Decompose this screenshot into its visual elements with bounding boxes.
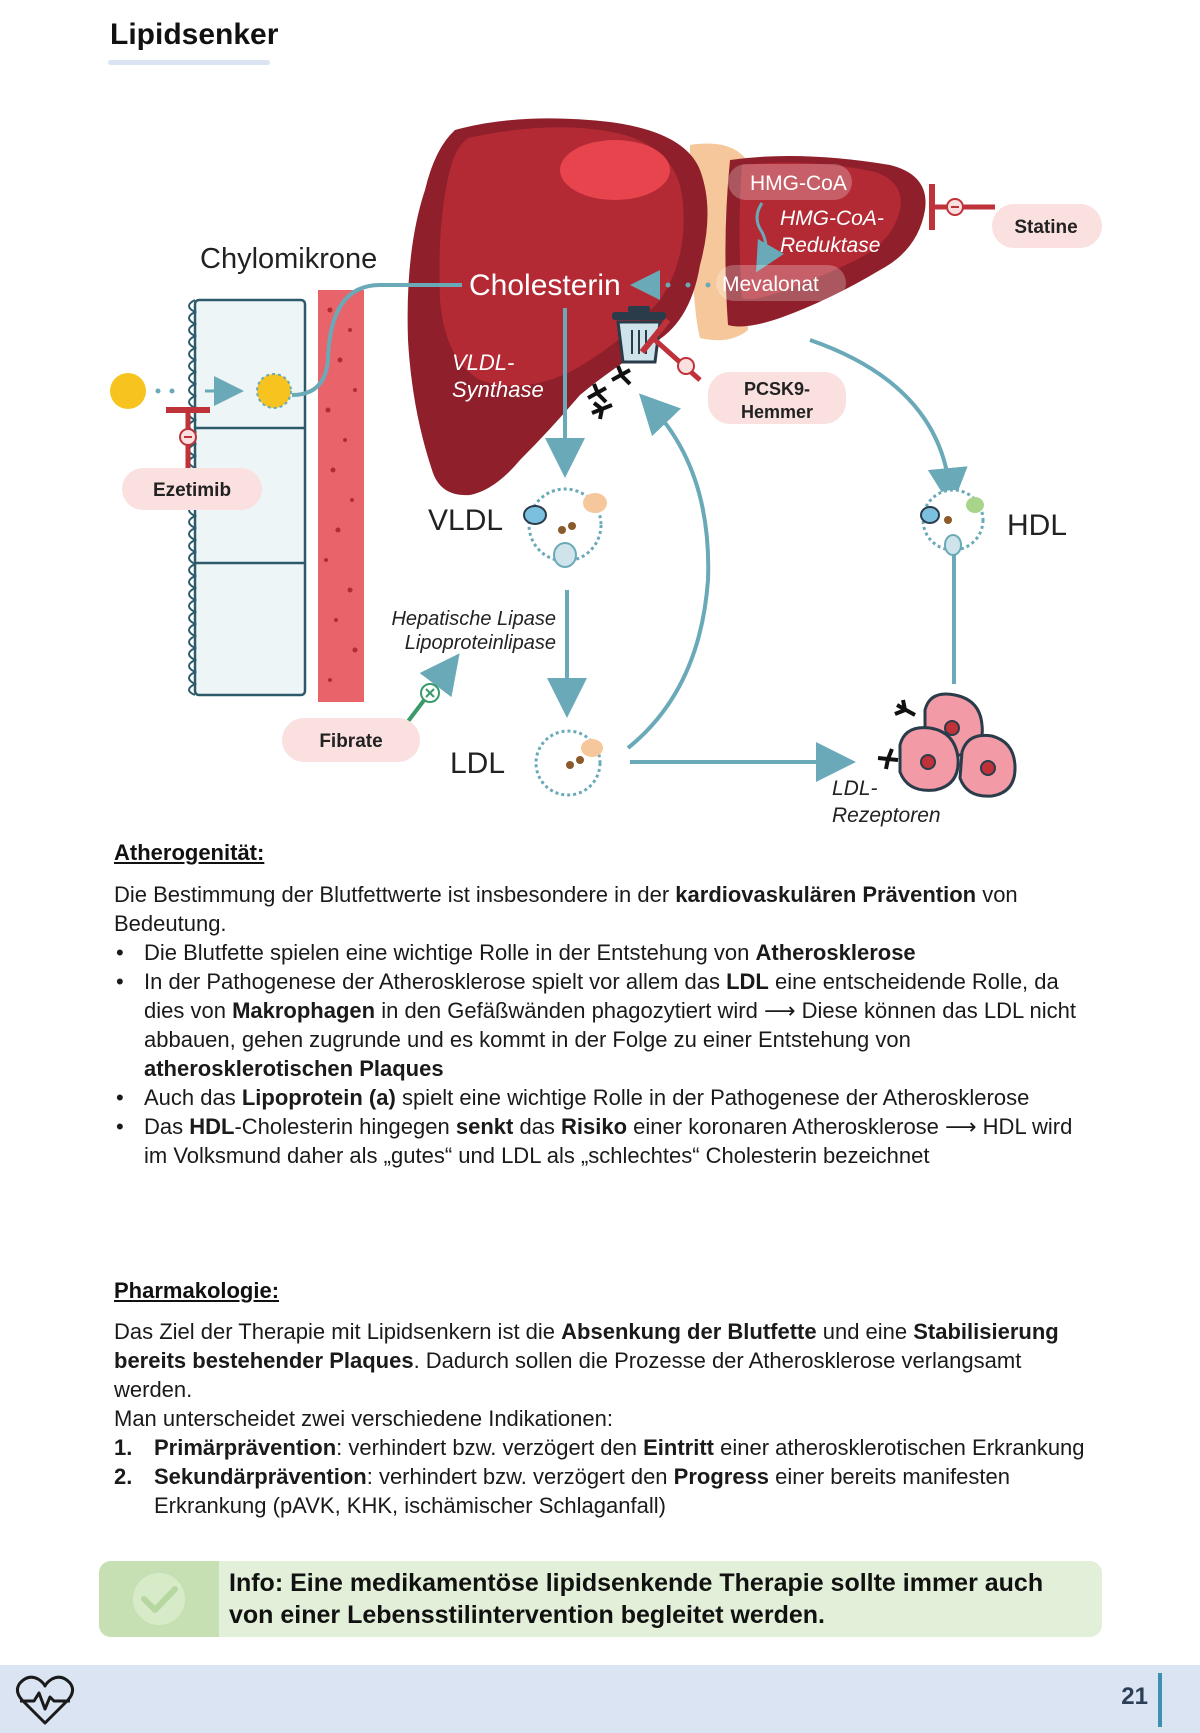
bullet-item: In der Pathogenese der Atherosklerose sp… (114, 967, 1094, 1083)
pcsk9-pill (708, 372, 846, 424)
page-title: Lipidsenker (110, 18, 279, 51)
indication-item: 1.Primärprävention: verhindert bzw. verz… (114, 1435, 1085, 1460)
atherogenitaet-heading: Atherogenität: (114, 840, 265, 865)
label-lipoproteinlipase: Lipoproteinlipase (405, 632, 556, 654)
pharmakologie-intro: Das Ziel der Therapie mit Lipidsenkern i… (114, 1319, 1059, 1402)
hmg-coa-pill (728, 164, 852, 200)
atherogenitaet-intro: Die Bestimmung der Blutfettwerte ist ins… (114, 882, 1018, 936)
pharmakologie-heading: Pharmakologie: (114, 1278, 280, 1303)
drug-label-fibrate: Fibrate (319, 731, 382, 752)
title-underline (108, 60, 270, 65)
drug-label-statine: Statine (1014, 217, 1077, 238)
checkmark-icon (133, 1573, 185, 1625)
hdl-particle (920, 488, 985, 556)
indication-list: 1.Primärprävention: verhindert bzw. verz… (114, 1433, 1094, 1520)
drug-label-pcsk9-1: PCSK9- (744, 379, 810, 399)
label-vldl: VLDL (428, 504, 503, 537)
atherogenitaet-bullet-list: Die Blutfette spielen eine wichtige Roll… (114, 938, 1094, 1170)
label-ldl: LDL (450, 747, 505, 780)
ezetimib-pill (122, 468, 262, 510)
label-hmg-coa: HMG-CoA (750, 172, 847, 195)
info-text: Info: Eine medikamentöse lipidsenkende T… (229, 1569, 1044, 1629)
heart-pulse-icon (15, 1675, 75, 1725)
bullet-item: Auch das Lipoprotein (a) spielt eine wic… (114, 1083, 1094, 1112)
blood-vessel (318, 290, 364, 702)
mevalonat-pill (716, 265, 846, 301)
label-hdl: HDL (1007, 509, 1067, 542)
statine-inhibitor (929, 184, 995, 230)
chylomicron-particle (256, 373, 292, 409)
label-ldl-rezeptoren-2: Rezeptoren (832, 804, 941, 827)
label-vldl-synthase-2: Synthase (452, 377, 544, 402)
label-ldl-rezeptoren-1: LDL- (832, 777, 878, 800)
label-cholesterin: Cholesterin (469, 269, 621, 302)
ldl-particle (534, 729, 603, 797)
info-box: Info: Eine medikamentöse lipidsenkende T… (99, 1561, 1102, 1637)
drug-label-pcsk9-2: Hemmer (741, 402, 813, 422)
bullet-item: Die Blutfette spielen eine wichtige Roll… (114, 938, 1094, 967)
fibrate-pill (282, 718, 420, 762)
target-cells (877, 692, 1017, 798)
indication-item: 2.Sekundärprävention: verhindert bzw. ve… (114, 1464, 1010, 1518)
bullet-item: Das HDL-Cholesterin hingegen senkt das R… (114, 1112, 1094, 1170)
pharmakologie-intro2: Man unterscheidet zwei verschiedene Indi… (114, 1406, 613, 1431)
vldl-particle (523, 487, 607, 568)
pcsk9-inhibitor (639, 318, 702, 382)
footer-accent-bar (1158, 1673, 1162, 1727)
trash-can-icon (612, 306, 666, 364)
info-icon-area (99, 1561, 219, 1637)
label-vldl-synthase-1: VLDL- (452, 350, 514, 375)
label-chylomikrone: Chylomikrone (200, 243, 377, 275)
label-hmg-coa-reduktase-2: Reduktase (780, 234, 880, 257)
dietary-cholesterol-dot (110, 373, 146, 409)
ezetimib-inhibitor (166, 407, 210, 468)
label-mevalonat: Mevalonat (722, 273, 819, 296)
ldl-receptors-liver (587, 365, 632, 420)
label-hepatische-lipase: Hepatische Lipase (391, 608, 556, 630)
page-number: 21 (1121, 1683, 1148, 1710)
lipid-metabolism-diagram: Ezetimib Chylomikrone Cholesterin HMG-Co… (110, 118, 1102, 827)
page-footer: 21 (0, 1665, 1200, 1733)
drug-label-ezetimib: Ezetimib (153, 480, 231, 501)
statine-pill (992, 204, 1102, 248)
fibrate-activator (401, 653, 460, 730)
label-hmg-coa-reduktase-1: HMG-CoA- (780, 207, 884, 230)
